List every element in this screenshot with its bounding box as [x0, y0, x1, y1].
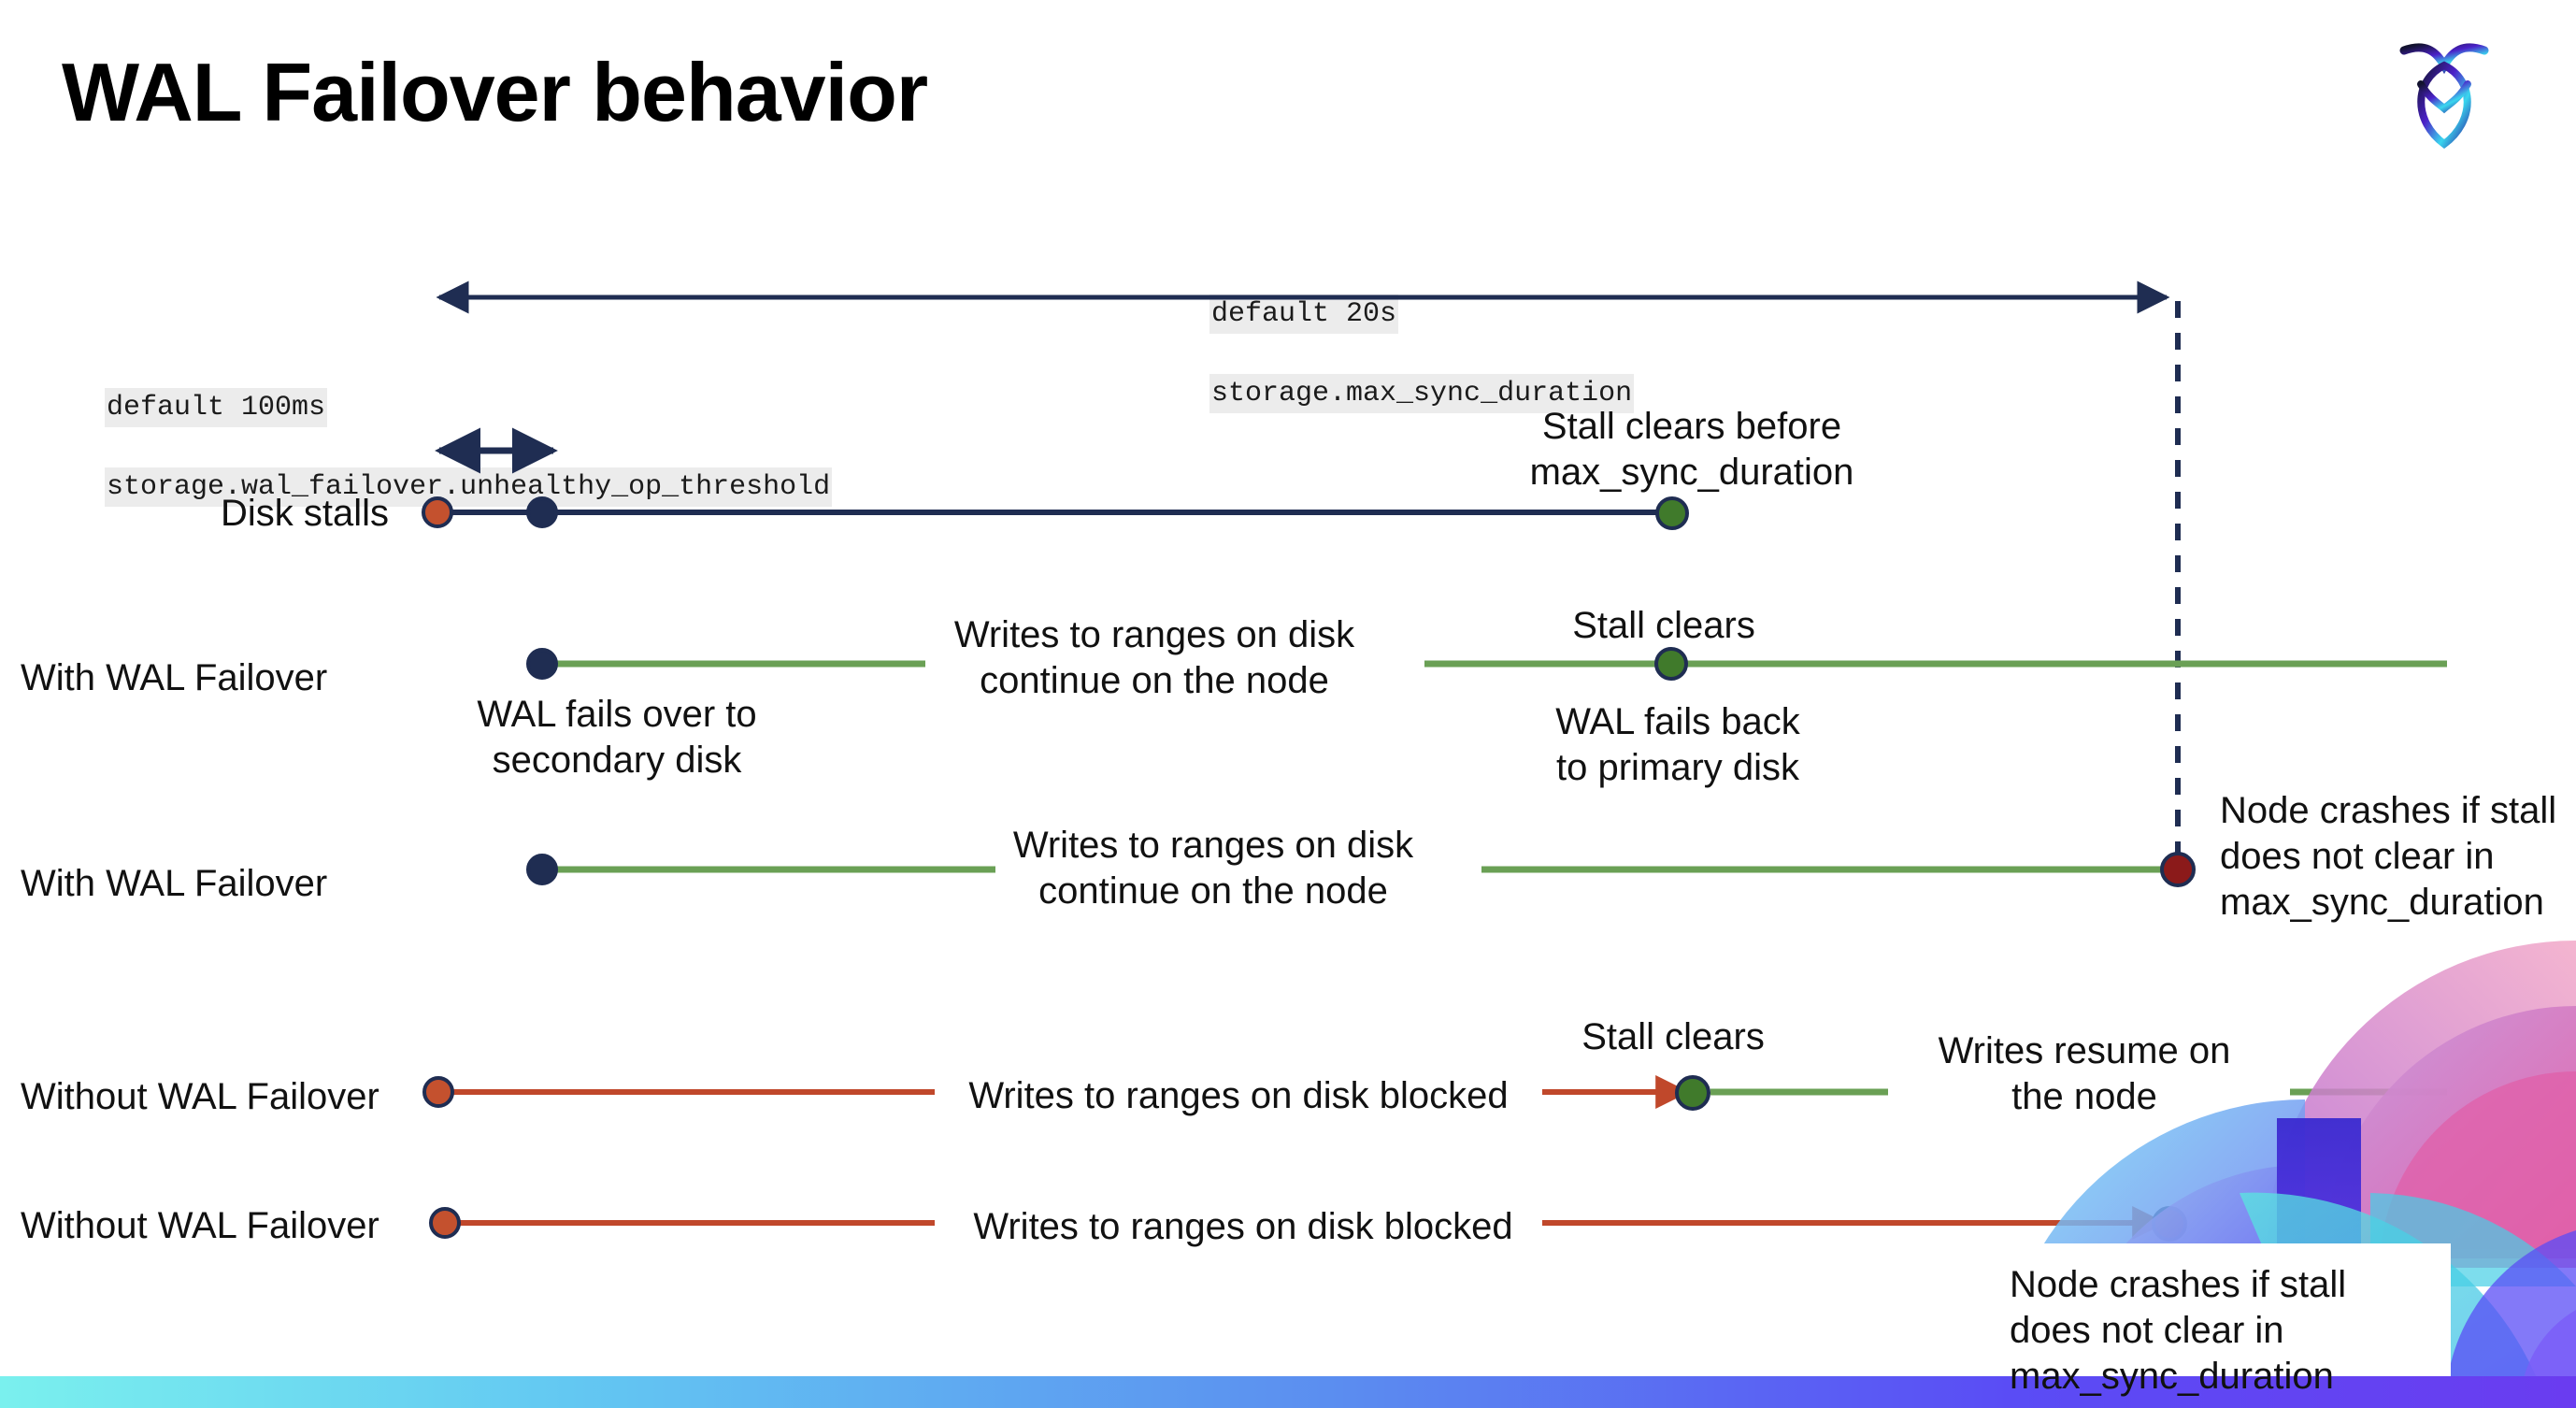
callout-writes-resume: Writes resume on the node [1938, 1030, 2231, 1117]
annotation-unhealthy-default: default 100ms [105, 387, 328, 428]
callout-stall-clears-3: Stall clears [1581, 1016, 1765, 1057]
callout-writes-blocked-2: Writes to ranges on disk blocked [973, 1206, 1513, 1247]
row-label-with-wal-failover-1: With WAL Failover [21, 657, 328, 698]
annotation-max-sync-default: default 20s [1209, 294, 1399, 335]
callout-wal-fails-over: WAL fails over to secondary disk [477, 694, 757, 781]
row-label-without-wal-failover-2: Without WAL Failover [21, 1205, 379, 1246]
dot-stall-clears-row1 [1655, 496, 1689, 530]
dot-unhealthy-threshold [526, 496, 558, 528]
row-label-disk-stalls: Disk stalls [221, 493, 390, 534]
callout-writes-blocked-1: Writes to ranges on disk blocked [968, 1075, 1509, 1116]
row-label-with-wal-failover-2: With WAL Failover [21, 863, 328, 904]
cockroachdb-logo [2393, 30, 2496, 151]
callout-writes-continue-2: Writes to ranges on disk continue on the… [1012, 825, 1414, 912]
callout-node-crashes-1: Node crashes if stall does not clear in … [2220, 790, 2557, 923]
dot-stall-start-row5 [429, 1207, 461, 1239]
annotation-unhealthy-setting: storage.wal_failover.unhealthy_op_thresh… [105, 467, 833, 508]
callout-writes-continue-1: Writes to ranges on disk continue on the… [953, 614, 1355, 701]
annotation-max-sync-setting: storage.max_sync_duration [1209, 373, 1635, 414]
dot-disk-stall-start [422, 496, 453, 528]
callout-stall-clears-before: Stall clears before max_sync_duration [1529, 406, 1854, 493]
annotation-unhealthy-op-threshold: default 100ms storage.wal_failover.unhea… [37, 348, 833, 547]
dot-node-crash-row3 [2160, 852, 2196, 887]
callout-wal-fails-back: WAL fails back to primary disk [1555, 701, 1800, 788]
callout-stall-clears-2: Stall clears [1572, 605, 1755, 646]
dot-wal-fails-over-2 [526, 854, 558, 885]
row-label-without-wal-failover-1: Without WAL Failover [21, 1076, 379, 1117]
dot-stall-clears-row2 [1654, 647, 1688, 681]
bottom-gradient-band [0, 1376, 2576, 1408]
callout-node-crashes-2: Node crashes if stall does not clear in … [2010, 1264, 2347, 1397]
dot-stall-start-row4 [422, 1076, 454, 1108]
page-title: WAL Failover behavior [62, 46, 928, 138]
dot-wal-fails-over [526, 648, 558, 680]
dot-stall-clears-row4 [1675, 1075, 1710, 1111]
